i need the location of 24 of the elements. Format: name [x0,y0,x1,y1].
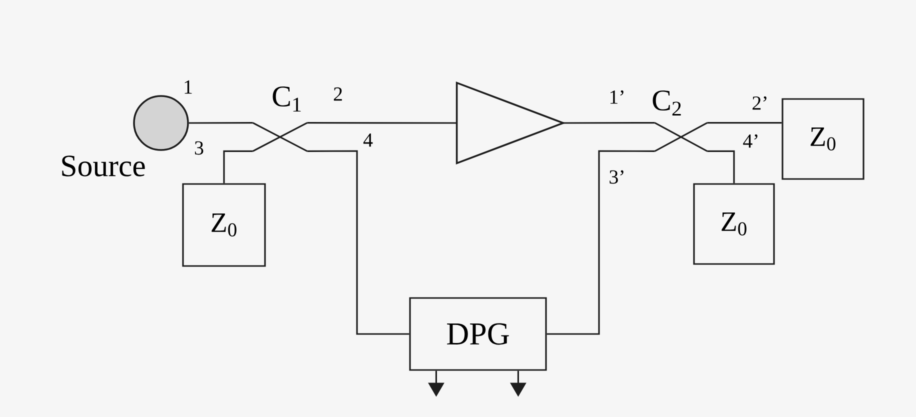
port-label: 3 [194,141,204,155]
amplifier-triangle [456,82,566,164]
connection-line [707,122,782,124]
node-caption: Source [62,156,145,176]
load-box: Z$_{0}$ [182,183,266,267]
port-label: 1 [184,80,192,94]
load-box: Z$_{0}$ [693,183,775,265]
load-box: Z$_{0}$ [782,98,864,180]
connection-line [546,150,655,335]
port-label: 2’ [752,96,766,110]
connection-line [307,122,457,124]
coupler-label: C$_{2}$ [652,90,681,116]
port-label: 1’ [610,90,624,104]
port-label: 4 [363,133,373,147]
port-label: 2 [334,87,342,101]
port-label: 4’ [743,134,758,148]
connection-line [188,122,253,124]
coupler-label: C$_{1}$ [272,86,301,112]
connection-line [307,150,410,335]
port-label: 3’ [610,170,624,184]
block-box: DPG [409,297,547,371]
connection-line [563,122,655,124]
connection-line [223,150,253,184]
connection-line [707,150,735,184]
